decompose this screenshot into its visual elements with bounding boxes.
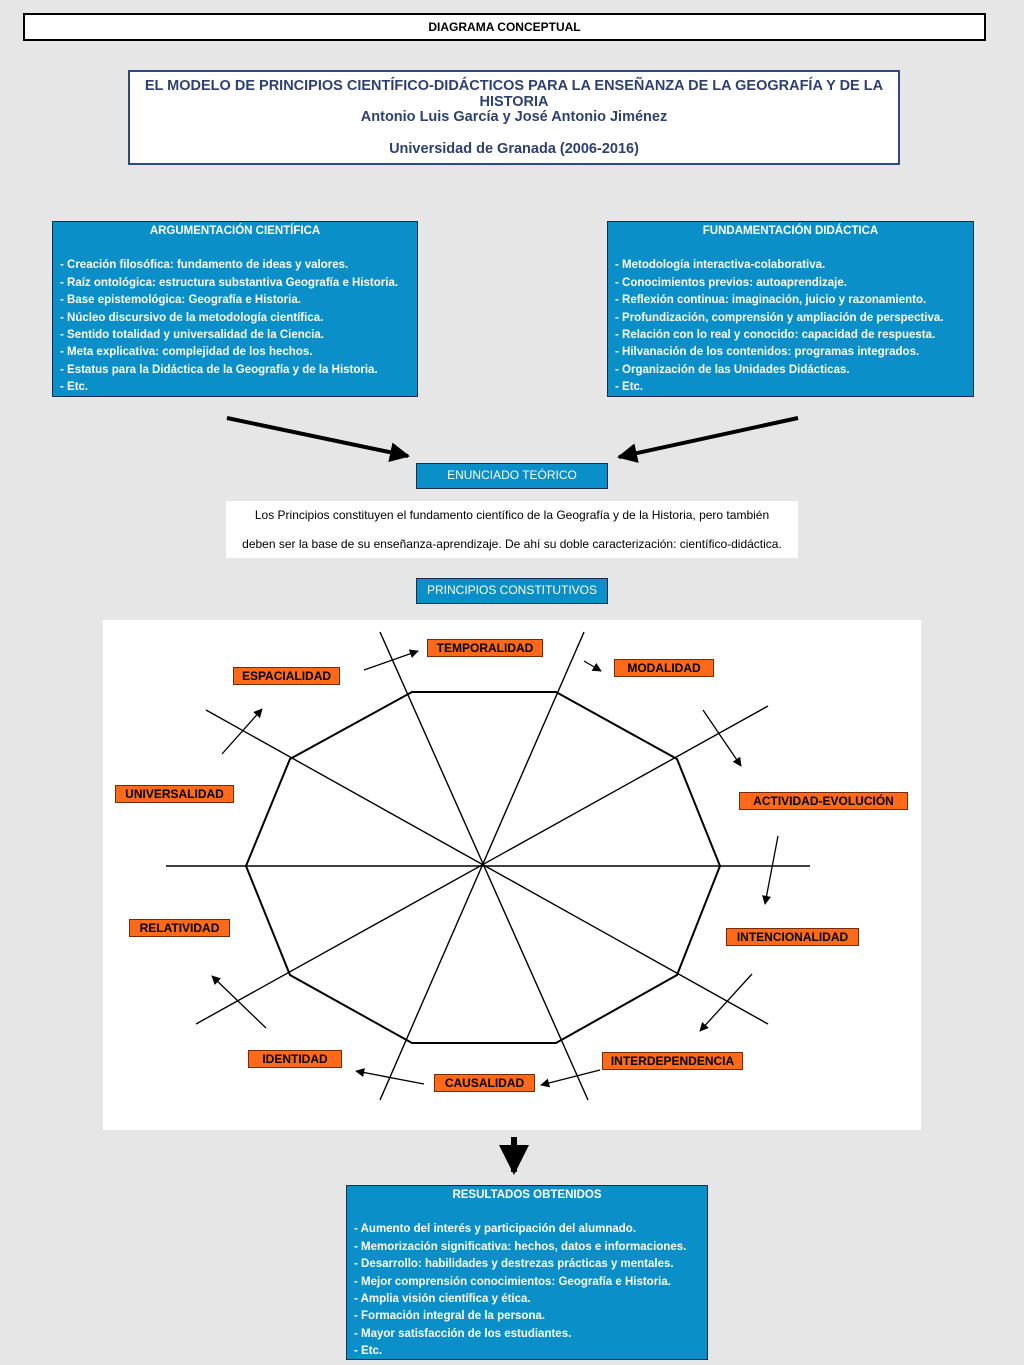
list-item: Creación filosófica: fundamento de ideas… — [60, 257, 417, 274]
principles-diagram-panel — [103, 620, 921, 1130]
fundamentacion-box: FUNDAMENTACIÓN DIDÁCTICA Metodología int… — [607, 221, 974, 397]
list-item: Etc. — [615, 379, 973, 396]
argumentacion-box: ARGUMENTACIÓN CIENTÍFICA Creación filosó… — [52, 221, 418, 397]
principios-label: PRINCIPIOS CONSTITUTIVOS — [416, 578, 608, 604]
list-item: Mayor satisfacción de los estudiantes. — [354, 1326, 707, 1343]
list-item: Formación integral de la persona. — [354, 1308, 707, 1325]
list-item: Reflexión continua: imaginación, juicio … — [615, 292, 973, 309]
list-item: Etc. — [354, 1343, 707, 1360]
authors: Antonio Luis García y José Antonio Jimén… — [360, 109, 668, 125]
argumentacion-title: ARGUMENTACIÓN CIENTÍFICA — [149, 225, 321, 237]
fundamentacion-title: FUNDAMENTACIÓN DIDÁCTICA — [702, 225, 879, 237]
statement-line-2: deben ser la base de su enseñanza-aprend… — [242, 537, 782, 551]
list-item: Núcleo discursivo de la metodología cien… — [60, 310, 417, 327]
list-item: Organización de las Unidades Didácticas. — [615, 362, 973, 379]
list-item: Mejor comprensión conocimientos: Geograf… — [354, 1274, 707, 1291]
enunciado-label-text: ENUNCIADO TEÓRICO — [447, 468, 577, 482]
list-item: Desarrollo: habilidades y destrezas prác… — [354, 1256, 707, 1273]
diagram-type-header: DIAGRAMA CONCEPTUAL — [23, 13, 986, 41]
list-item: Relación con lo real y conocido: capacid… — [615, 327, 973, 344]
enunciado-label: ENUNCIADO TEÓRICO — [416, 463, 608, 489]
principle-universalidad: UNIVERSALIDAD — [115, 785, 234, 803]
argumentacion-list: Creación filosófica: fundamento de ideas… — [53, 257, 417, 396]
principle-relatividad: RELATIVIDAD — [129, 919, 230, 937]
header-title: DIAGRAMA CONCEPTUAL — [428, 20, 581, 34]
resultados-box: RESULTADOS OBTENIDOS Aumento del interés… — [346, 1185, 708, 1360]
resultados-title: RESULTADOS OBTENIDOS — [452, 1189, 602, 1201]
list-item: Memorización significativa: hechos, dato… — [354, 1239, 707, 1256]
list-item: Metodología interactiva-colaborativa. — [615, 257, 973, 274]
principle-interdependencia: INTERDEPENDENCIA — [602, 1052, 743, 1070]
list-item: Base epistemológica: Geografía e Histori… — [60, 292, 417, 309]
principle-actividad-evolucion: ACTIVIDAD-EVOLUCIÓN — [739, 792, 908, 810]
list-item: Meta explicativa: complejidad de los hec… — [60, 344, 417, 361]
main-title: EL MODELO DE PRINCIPIOS CIENTÍFICO-DIDÁC… — [144, 78, 884, 110]
statement-line-1: Los Principios constituyen el fundamento… — [254, 508, 770, 522]
arrow-argumentacion-to-enunciado — [226, 416, 410, 463]
list-item: Hilvanación de los contenidos: programas… — [615, 344, 973, 361]
resultados-list: Aumento del interés y participación del … — [347, 1221, 707, 1360]
principle-identidad: IDENTIDAD — [248, 1050, 342, 1068]
fundamentacion-list: Metodología interactiva-colaborativa. Co… — [608, 257, 973, 396]
list-item: Sentido totalidad y universalidad de la … — [60, 327, 417, 344]
list-item: Etc. — [60, 379, 417, 396]
list-item: Conocimientos previos: autoaprendizaje. — [615, 275, 973, 292]
list-item: Profundización, comprensión y ampliación… — [615, 310, 973, 327]
principle-espacialidad: ESPACIALIDAD — [233, 667, 340, 685]
principios-label-text: PRINCIPIOS CONSTITUTIVOS — [426, 583, 597, 597]
principle-modalidad: MODALIDAD — [614, 659, 714, 677]
list-item: Raíz ontológica: estructura substantiva … — [60, 275, 417, 292]
principle-intencionalidad: INTENCIONALIDAD — [726, 928, 859, 946]
institution: Universidad de Granada (2006-2016) — [389, 141, 639, 157]
title-block: EL MODELO DE PRINCIPIOS CIENTÍFICO-DIDÁC… — [128, 70, 900, 165]
arrow-fundamentacion-to-enunciado — [617, 416, 799, 463]
list-item: Estatus para la Didáctica de la Geografí… — [60, 362, 417, 379]
enunciado-statement: Los Principios constituyen el fundamento… — [226, 501, 798, 558]
principle-causalidad: CAUSALIDAD — [434, 1074, 535, 1092]
principle-temporalidad: TEMPORALIDAD — [427, 639, 543, 657]
list-item: Amplia visión científica y ética. — [354, 1291, 707, 1308]
list-item: Aumento del interés y participación del … — [354, 1221, 707, 1238]
